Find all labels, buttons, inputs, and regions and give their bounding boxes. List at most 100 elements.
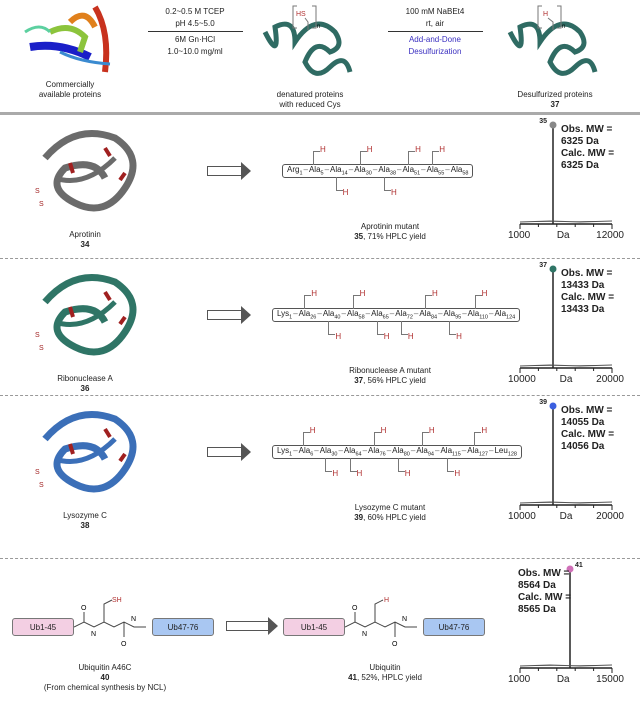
transform-arrow xyxy=(207,310,243,320)
desulfurized-protein-icon: H n xyxy=(507,5,598,76)
peak-marker xyxy=(549,402,557,410)
hs-group: HS xyxy=(296,11,306,18)
svg-text:SH: SH xyxy=(112,597,122,604)
residue: –Leu128 xyxy=(489,446,517,458)
svg-text:n: n xyxy=(317,24,320,30)
h-substituent: H xyxy=(373,426,388,446)
svg-text:N: N xyxy=(131,616,136,623)
ub1-45-block: Ub1-45 xyxy=(283,618,345,636)
svg-text:S: S xyxy=(39,345,44,352)
svg-text:O: O xyxy=(352,605,358,612)
transform-arrow-head xyxy=(241,306,251,324)
h-substituent: H xyxy=(359,145,374,165)
protein-structure-ribbon xyxy=(24,5,111,73)
residue: Lys1 xyxy=(277,446,293,458)
h-substituent: H xyxy=(421,426,436,446)
residue: Arg1 xyxy=(287,165,303,177)
ub47-76-block: Ub47-76 xyxy=(152,618,214,636)
h-substituent: H xyxy=(302,426,317,446)
peak-marker xyxy=(566,565,574,573)
mass-spectrum xyxy=(519,565,613,673)
svg-text:O: O xyxy=(81,605,87,612)
residue: –Ala58 xyxy=(445,165,469,177)
transform-arrow xyxy=(207,166,243,176)
separator xyxy=(0,258,640,259)
h-substituent: H xyxy=(447,458,461,478)
h-substituent: H xyxy=(325,458,339,478)
h-substituent: H xyxy=(449,321,463,341)
h-substituent: H xyxy=(328,321,342,341)
mass-spectrum xyxy=(519,265,613,373)
ub47-76-block: Ub47-76 xyxy=(423,618,485,636)
separator xyxy=(0,558,640,559)
h-substituent: H xyxy=(376,321,391,341)
svg-text:S: S xyxy=(35,469,40,476)
svg-text:H: H xyxy=(384,597,389,604)
mass-spectrum xyxy=(519,121,613,229)
ala-structure: O N H O N xyxy=(345,597,417,648)
protein-structure-0: SS xyxy=(35,130,137,212)
cys-structure: O N SH O N xyxy=(74,597,146,648)
denatured-protein-icon: HS n xyxy=(262,5,353,76)
residue: –Ala124 xyxy=(489,309,516,321)
h-substituent: H xyxy=(424,289,439,309)
svg-text:H: H xyxy=(543,11,548,18)
reaction-arrow-2 xyxy=(388,31,483,32)
svg-text:N: N xyxy=(362,631,367,638)
separator xyxy=(0,395,640,396)
mass-spectrum xyxy=(519,402,613,510)
transform-arrow xyxy=(226,621,270,631)
h-substituent: H xyxy=(474,289,489,309)
peak-marker xyxy=(549,121,557,129)
h-substituent: H xyxy=(397,458,412,478)
svg-text:N: N xyxy=(91,631,96,638)
residue: Lys1 xyxy=(277,309,293,321)
h-substituent: H xyxy=(313,145,327,165)
h-substituent: H xyxy=(304,289,318,309)
svg-text:n: n xyxy=(562,24,565,30)
h-substituent: H xyxy=(335,177,350,197)
peak-label: 41 xyxy=(575,562,583,569)
h-substituent: H xyxy=(408,145,422,165)
protein-structure-1: SS xyxy=(35,274,137,356)
peak-label: 35 xyxy=(539,118,547,125)
svg-text:S: S xyxy=(35,188,40,195)
